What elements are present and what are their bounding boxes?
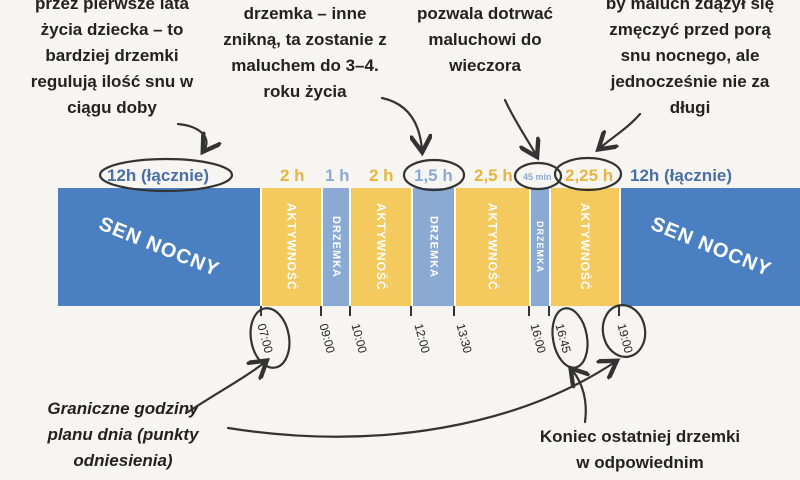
segment-nap-2: DRZEMKA: [411, 188, 454, 306]
duration-active-3: 2,5 h: [474, 166, 513, 185]
duration-nap-1: 1 h: [325, 166, 350, 185]
note-bottom-left: Graniczne godziny planu dnia (punkty odn…: [18, 396, 228, 474]
note-line: wieczora: [449, 56, 521, 75]
note-line: roku życia: [263, 82, 347, 101]
note-line: drzemka – inne: [243, 4, 367, 23]
note-bottom-right: Koniec ostatniej drzemki w odpowiednim: [515, 424, 765, 476]
note-line: odniesienia): [73, 451, 173, 470]
tick: [260, 306, 262, 316]
segment-label: DRZEMKA: [330, 216, 342, 278]
note-line: snu nocnego, ale: [620, 46, 760, 65]
segment-active-2: AKTYWNOŚĆ: [349, 188, 411, 306]
note-line: życia dziecka – to: [40, 20, 184, 39]
tick: [528, 306, 530, 316]
segment-label: AKTYWNOŚĆ: [374, 203, 388, 291]
note-line: zmęczyć przed porą: [609, 20, 771, 39]
segment-label: DRZEMKA: [535, 221, 545, 273]
circle-duration-active-4: [553, 156, 623, 192]
circle-duration-night-1: [98, 157, 234, 193]
note-line: bardziej drzemki: [45, 46, 179, 65]
note-line: Graniczne godziny: [47, 399, 199, 418]
segment-nap-3: DRZEMKA: [529, 188, 549, 306]
note-top-right: by maluch zdążył się zmęczyć przed porą …: [585, 0, 795, 121]
segment-night-sleep-2: SEN NOCNY: [619, 188, 800, 306]
segment-active-1: AKTYWNOŚĆ: [260, 188, 321, 306]
tick: [320, 306, 322, 316]
circle-time-1900: [601, 304, 647, 358]
circle-duration-nap-2: [402, 158, 466, 192]
segment-label: AKTYWNOŚĆ: [485, 203, 500, 291]
duration-nap-3: 45 min: [523, 172, 552, 182]
note-line: przez pierwsze lata: [34, 0, 189, 13]
segment-label: AKTYWNOŚĆ: [284, 203, 299, 291]
note-top-center: drzemka – inne znikną, ta zostanie z mal…: [205, 1, 405, 105]
arrow-top-right: [600, 112, 642, 148]
note-top-mid-right: pozwala dotrwać maluchowi do wieczora: [395, 1, 575, 79]
segment-nap-1: DRZEMKA: [321, 188, 349, 306]
note-top-left: przez pierwsze lata życia dziecka – to b…: [12, 0, 212, 121]
note-line: w odpowiednim: [576, 453, 704, 472]
arrow-top-left: [176, 122, 206, 150]
arrow-bottom-left-1: [186, 362, 265, 414]
arrow-top-mid-right: [503, 98, 536, 155]
note-line: by maluch zdążył się: [605, 0, 775, 13]
duration-night-sleep-1: 12h (łącznie): [107, 166, 210, 185]
tick: [410, 306, 412, 316]
note-line: ciągu doby: [67, 98, 157, 117]
duration-active-2: 2 h: [369, 166, 394, 185]
note-line: regulują ilość snu w: [30, 72, 194, 91]
note-line: znikną, ta zostanie z: [223, 30, 387, 49]
note-line: pozwala dotrwać: [416, 4, 554, 23]
note-line: Koniec ostatniej drzemki: [539, 427, 741, 446]
note-line: planu dnia (punkty: [47, 425, 199, 444]
duration-active-4: 2,25 h: [565, 166, 614, 185]
segment-label: DRZEMKA: [427, 216, 440, 278]
segment-label: AKTYWNOŚĆ: [578, 203, 592, 291]
arrow-top-center: [380, 96, 422, 150]
note-line: maluchem do 3–4.: [231, 56, 379, 75]
arrow-bottom-left-2: [226, 362, 615, 438]
tick: [453, 306, 455, 316]
note-line: długi: [669, 98, 711, 117]
duration-nap-2: 1,5 h: [414, 166, 453, 185]
circle-duration-nap-3: [513, 161, 563, 191]
duration-night-sleep-2: 12h (łącznie): [630, 166, 733, 185]
circle-time-0700: [249, 307, 291, 369]
segment-active-4: AKTYWNOŚĆ: [549, 188, 619, 306]
note-line: maluchowi do: [428, 30, 542, 49]
tick: [618, 306, 620, 316]
duration-active-1: 2 h: [280, 166, 305, 185]
note-line: jednocześnie nie za: [610, 72, 770, 91]
tick: [349, 306, 351, 316]
tick: [548, 306, 550, 316]
segment-night-sleep-1: SEN NOCNY: [58, 188, 260, 306]
circle-time-1645: [551, 307, 589, 369]
segment-active-3: AKTYWNOŚĆ: [454, 188, 529, 306]
arrow-bottom-right: [572, 370, 586, 424]
